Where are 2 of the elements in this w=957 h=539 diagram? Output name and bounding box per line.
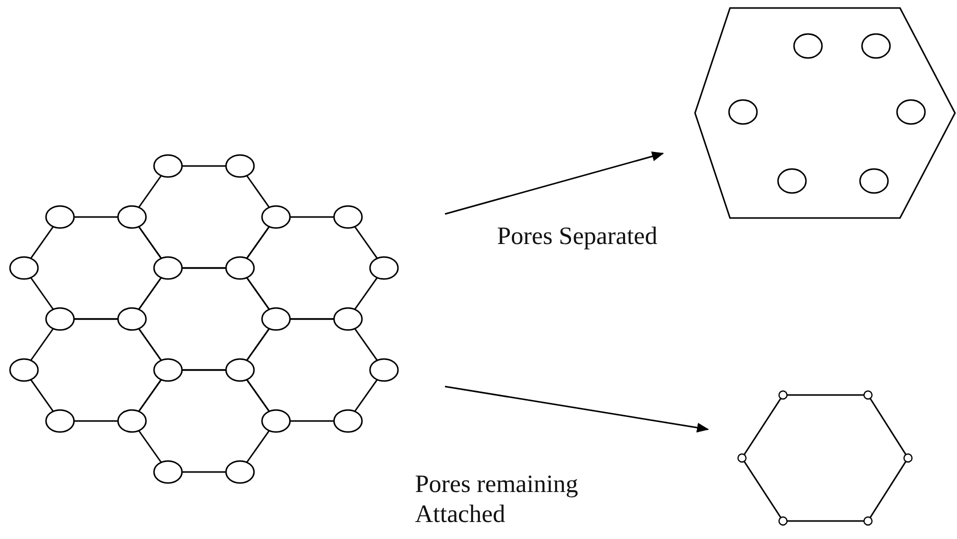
arrow: [444, 152, 664, 215]
arrow: [444, 386, 709, 433]
